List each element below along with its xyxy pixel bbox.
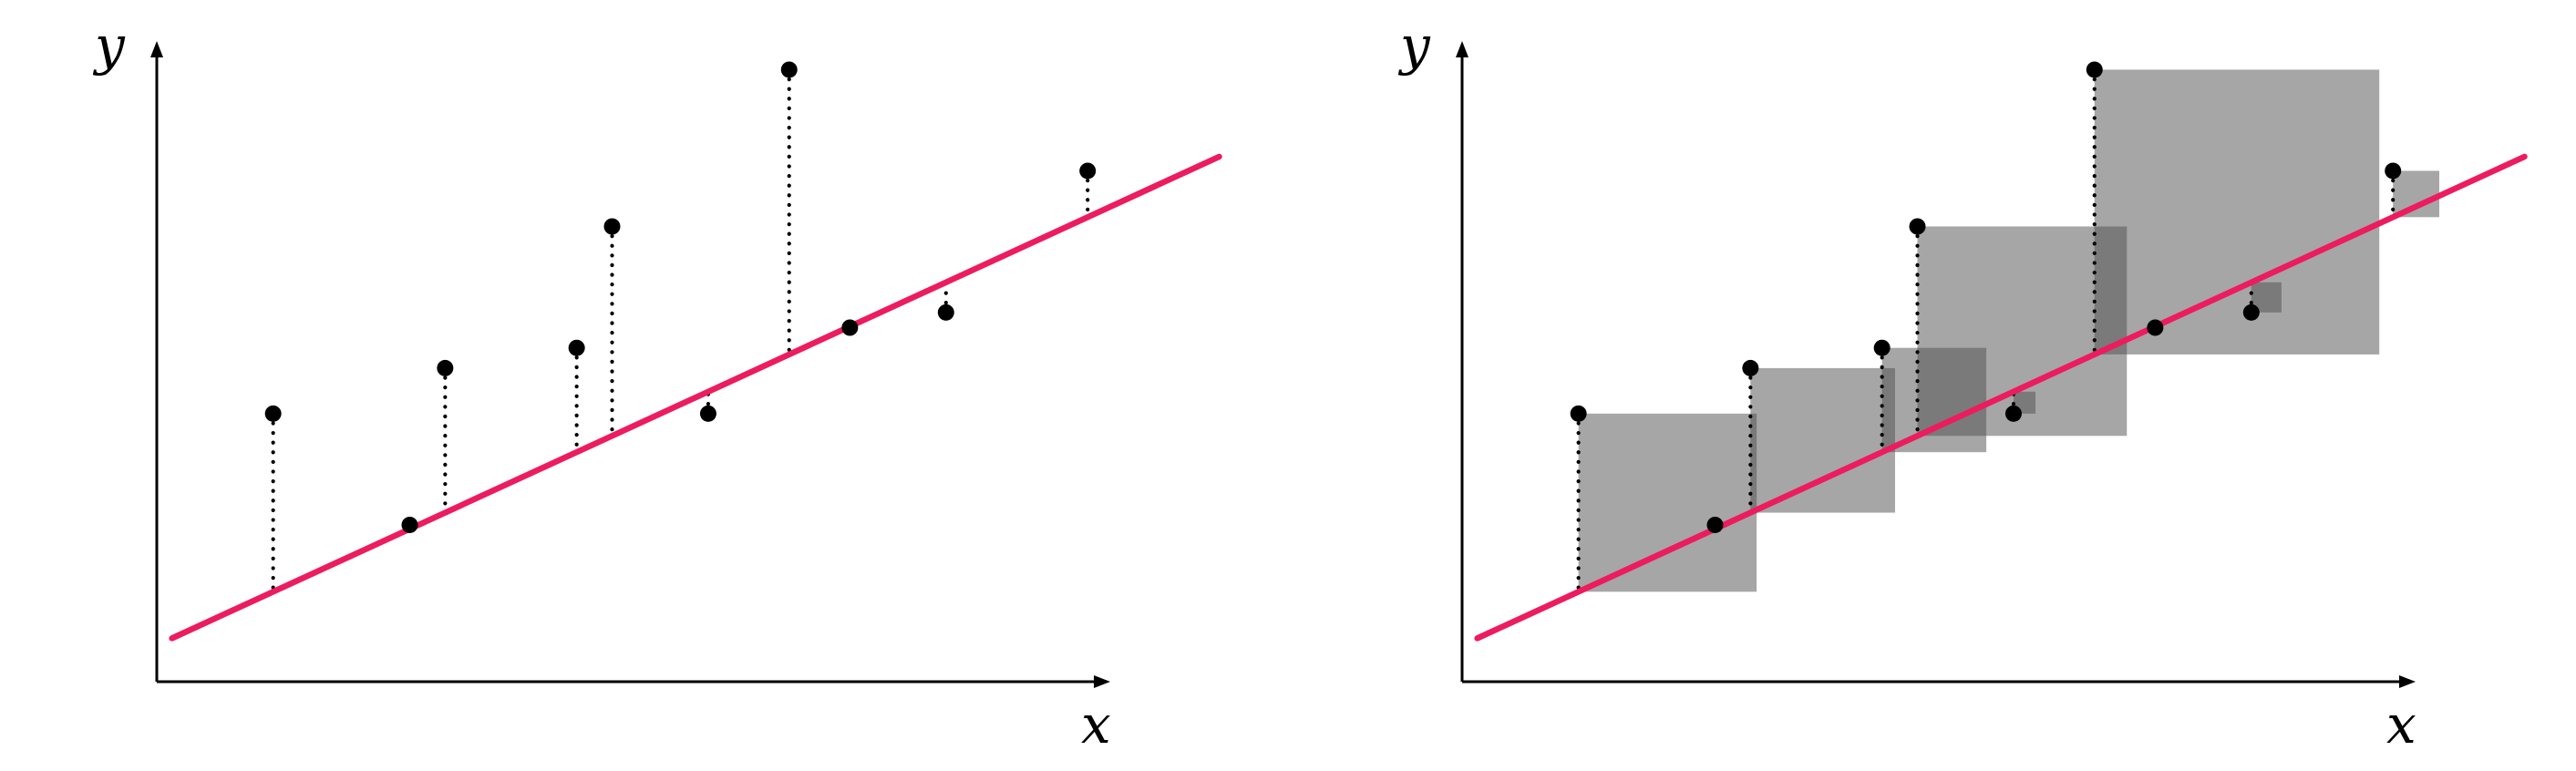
y-axis: y [1397,15,1468,682]
data-point-10 [1079,162,1097,180]
data-point-3 [1742,359,1759,376]
residuals-plot: x y [92,15,1222,756]
x-axis-label: x [2386,694,2416,756]
data-point-7 [2086,61,2103,78]
residuals-layer [271,67,1090,594]
data-point-5 [603,218,621,235]
x-axis: x [157,675,1111,756]
data-point-2 [1706,516,1724,533]
data-point-6 [699,405,716,422]
residual-square-1 [1578,413,1757,592]
data-point-8 [841,319,859,336]
residuals-panel: x y [92,15,1222,756]
data-point-5 [1909,218,1926,235]
x-axis-label: x [1081,694,1111,756]
data-point-4 [1873,339,1891,356]
y-axis-label: y [1397,15,1431,77]
data-point-10 [2385,162,2402,180]
x-axis: x [1462,675,2416,756]
data-point-1 [264,405,282,422]
data-point-3 [437,359,454,376]
residual-square-3 [1750,367,1895,513]
data-point-1 [1570,405,1587,422]
residual-square-7 [2094,69,2380,355]
y-axis-label: y [92,15,126,77]
data-point-6 [2004,405,2022,422]
data-point-9 [2242,303,2260,321]
squares-layer [1578,69,2440,592]
data-point-7 [780,61,798,78]
data-point-9 [937,303,954,321]
data-point-2 [401,516,418,533]
fit-line-layer [1474,153,2528,642]
y-axis: y [92,15,163,682]
residual-square-10 [2393,170,2440,218]
regression-line [1474,153,2528,642]
points-layer [264,61,1097,533]
squared-residuals-panel: x y [1305,0,2576,771]
regression-line [169,153,1222,642]
data-point-4 [568,339,585,356]
fit-line-layer [169,153,1222,642]
squared-residuals-plot: x y [1397,15,2528,756]
data-point-8 [2147,319,2164,336]
points-layer [1570,61,2402,533]
